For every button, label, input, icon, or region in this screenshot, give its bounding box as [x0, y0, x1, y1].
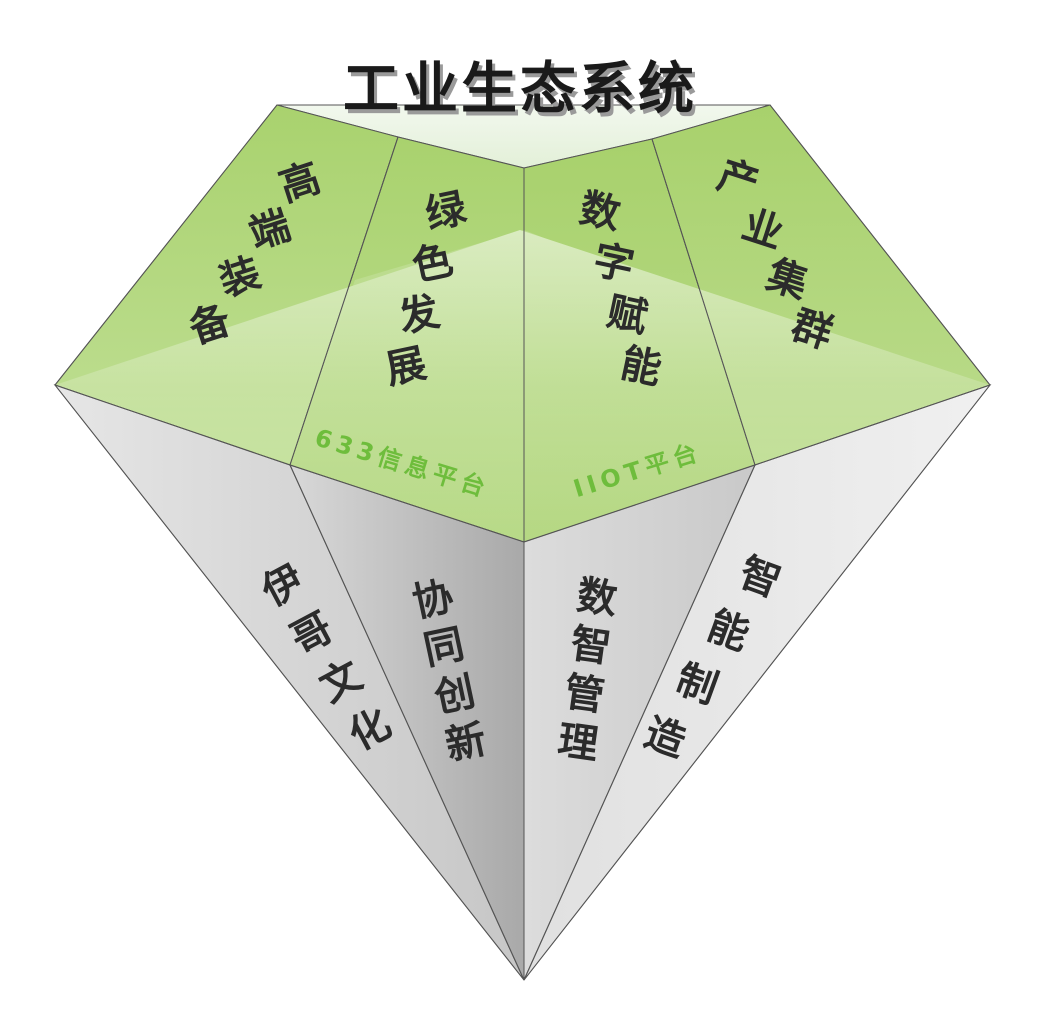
crown-facet-3-label-char-2: 赋 — [603, 289, 652, 342]
pavilion-facet-3-label-char-2: 管 — [561, 669, 607, 720]
edge-3 — [651, 138, 756, 466]
pavilion-facet-2-label-char-1: 同 — [420, 621, 469, 674]
crown-outline — [54, 104, 991, 386]
crown-facet-2-label-char-1: 色 — [408, 237, 457, 290]
crown-facet-2-label-char-3: 展 — [382, 340, 431, 393]
pavilion-facet-3-label-char-1: 智 — [568, 621, 614, 672]
crown-facet-2-label-char-2: 发 — [395, 289, 444, 342]
crown-facet-3-label-char-3: 能 — [617, 340, 666, 393]
girdle-line — [54, 384, 991, 543]
pavilion-facet-3-label-char-3: 理 — [555, 717, 601, 768]
diagram-title-shadow: 工业生态系统 — [346, 61, 700, 126]
pavilion-facet-2-label-char-0: 协 — [409, 573, 458, 626]
diagram-title: 工业生态系统 — [343, 57, 697, 122]
edge-5 — [523, 464, 756, 981]
crown-front-sheen — [290, 230, 755, 542]
edge-4 — [289, 464, 525, 981]
pavilion-outline — [54, 384, 991, 981]
crown-facet-3-label-char-0: 数 — [576, 185, 625, 238]
pavilion-facet-2-label-char-2: 创 — [431, 669, 480, 722]
pavilion-facet-2-label-char-3: 新 — [442, 716, 491, 769]
pavilion-facet-3-label-char-0: 数 — [574, 572, 620, 623]
edge-1 — [289, 136, 399, 466]
crown-facet-3-label-char-1: 字 — [589, 237, 638, 290]
